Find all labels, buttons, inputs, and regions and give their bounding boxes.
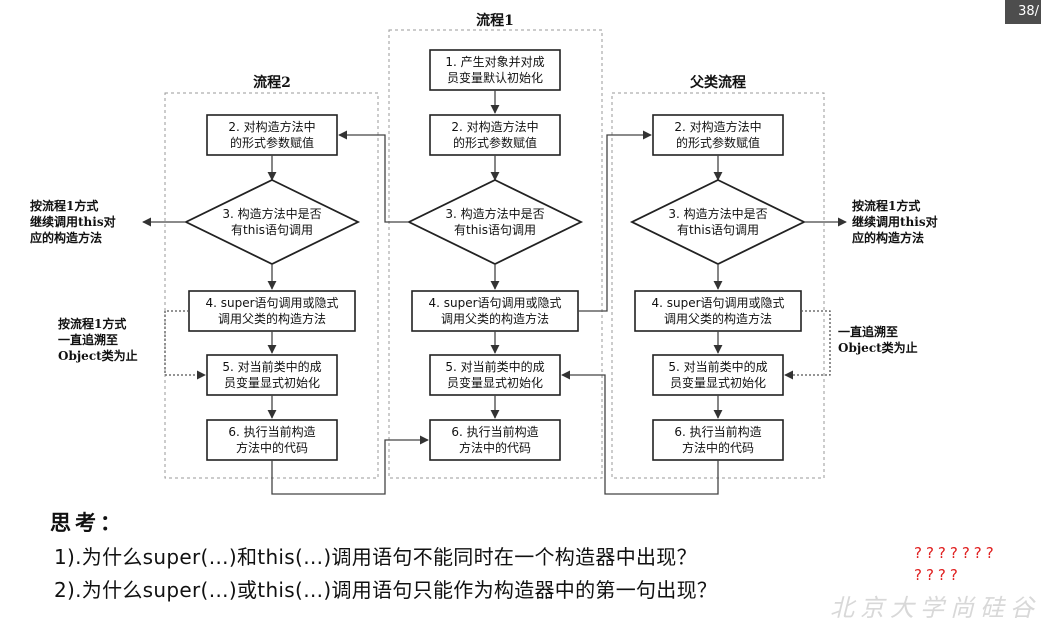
flow1-step6-box	[429, 419, 561, 461]
flow1-to-flow2-this-link	[338, 130, 409, 223]
think-heading: 思考：	[50, 510, 125, 535]
question-marks-2: ????	[914, 566, 962, 584]
watermark-text: 北京大学尚硅谷	[830, 594, 1040, 622]
flow1-step2-text: 2. 对构造方法中的形式参数赋值	[451, 119, 538, 150]
flow1-step2-box	[429, 114, 561, 156]
question-1: 1).为什么super(…)和this(…)调用语句不能同时在一个构造器中出现？	[54, 545, 697, 569]
flow1-region	[388, 29, 603, 479]
flow2-step4-text: 4. super语句调用或隐式调用父类的构造方法	[205, 296, 338, 326]
parent-step6-text: 6. 执行当前构造方法中的代码	[674, 424, 761, 455]
flow1-step5-text: 5. 对当前类中的成员变量显式初始化	[445, 359, 544, 390]
flow1-step5-box	[429, 354, 561, 396]
flow2-step2-text: 2. 对构造方法中的形式参数赋值	[228, 119, 315, 150]
flow2-to-flow1-return-link	[271, 435, 429, 495]
flow2-step2-box	[206, 114, 338, 156]
parent-to-flow1-return-link	[561, 370, 719, 495]
page-number-badge: 38/	[1005, 0, 1041, 24]
flow1-step4-text: 4. super语句调用或隐式调用父类的构造方法	[428, 296, 561, 326]
flow2-step3-text: 3. 构造方法中是否有this语句调用	[222, 206, 321, 237]
flow1-step1-text: 1. 产生对象并对成员变量默认初始化	[445, 55, 544, 85]
flow2-step5-text: 5. 对当前类中的成员变量显式初始化	[222, 359, 321, 390]
question-2: 2).为什么super(…)或this(…)调用语句只能作为构造器中的第一句出现…	[54, 578, 718, 602]
note-right-this: 按流程1方式继续调用this对应的构造方法	[852, 198, 938, 245]
flow1-step6-text: 6. 执行当前构造方法中的代码	[451, 424, 538, 455]
flow2-step6-text: 6. 执行当前构造方法中的代码	[228, 424, 315, 455]
flow1-step1-box	[429, 49, 561, 91]
parent-step4-text: 4. super语句调用或隐式调用父类的构造方法	[651, 296, 784, 326]
flow2-step3-diamond	[183, 178, 361, 266]
flow2-title: 流程2	[253, 74, 291, 91]
parent-super-loop	[784, 310, 831, 380]
question-marks-1: ???????	[914, 544, 998, 562]
note-left-this: 按流程1方式继续调用this对应的构造方法	[30, 198, 116, 245]
parent-step5-text: 5. 对当前类中的成员变量显式初始化	[668, 359, 767, 390]
parent-flow-title: 父类流程	[689, 74, 746, 91]
parent-step2-text: 2. 对构造方法中的形式参数赋值	[674, 119, 761, 150]
parent-step5-box	[652, 354, 784, 396]
flow1-step3-diamond	[406, 178, 584, 266]
flow1-to-parent-super-link	[578, 130, 652, 312]
parent-step3-text: 3. 构造方法中是否有this语句调用	[668, 206, 767, 237]
flow1-title: 流程1	[476, 12, 514, 29]
flow2-step4-box	[188, 290, 356, 332]
flow2-step5-box	[206, 354, 338, 396]
parent-step2-box	[652, 114, 784, 156]
parent-step3-diamond	[629, 178, 807, 266]
flow1-step3-text: 3. 构造方法中是否有this语句调用	[445, 206, 544, 237]
parent-step6-box	[652, 419, 784, 461]
flow2-super-loop	[164, 310, 206, 380]
